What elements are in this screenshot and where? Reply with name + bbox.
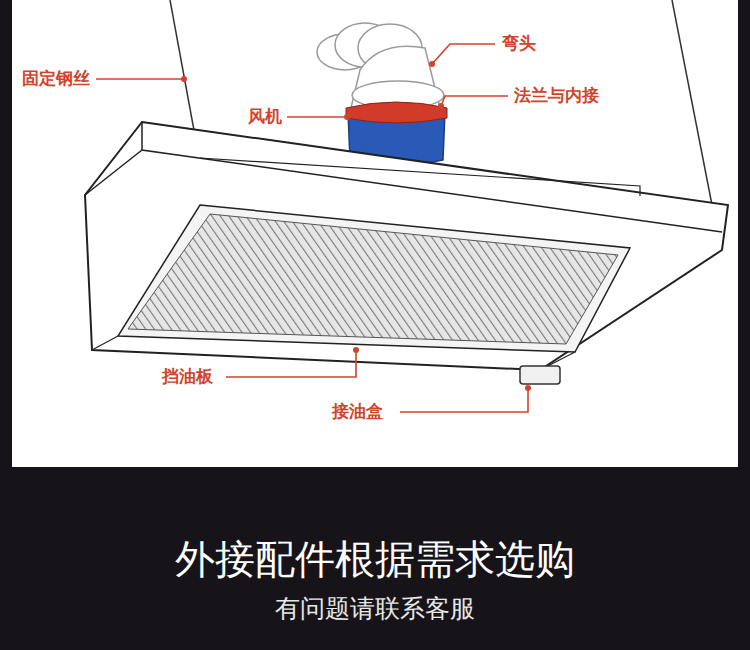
heading: 外接配件根据需求选购 [0, 532, 750, 587]
flange [346, 102, 447, 123]
part-label: 挡油板 [160, 366, 215, 386]
part-label: 法兰与内接 [512, 85, 601, 105]
caption: 有问题请联系客服 [0, 592, 750, 625]
hood-body [85, 122, 728, 370]
part-label: 风机 [246, 106, 284, 126]
oil-box [520, 366, 560, 384]
grease-baffle [128, 214, 618, 344]
leader-lines [96, 44, 528, 412]
elbow [317, 23, 444, 112]
wire [672, 0, 712, 205]
part-label: 弯头 [500, 33, 538, 53]
part-label: 固定钢丝 [20, 68, 92, 88]
part-label: 接油盒 [330, 401, 385, 421]
